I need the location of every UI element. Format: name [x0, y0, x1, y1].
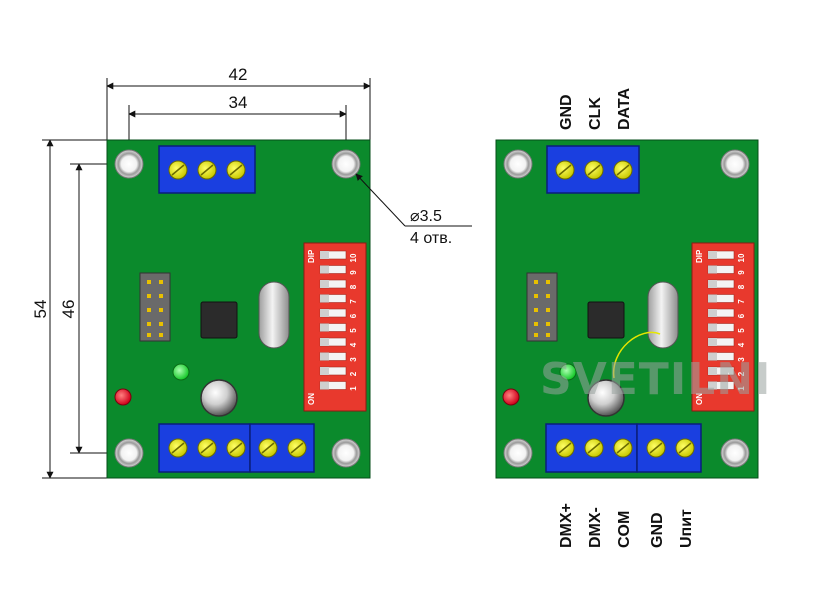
dimension-width-outer — [106, 78, 371, 140]
dip-on-label: ON — [307, 393, 316, 405]
dip-switch-number: 10 — [737, 253, 746, 262]
dip-switch-knob — [320, 367, 329, 375]
dip-switch-number: 1 — [349, 386, 358, 391]
crystal-oscillator — [258, 281, 290, 349]
dip-switch-knob — [708, 309, 717, 317]
pin-header — [526, 272, 558, 342]
top-label-gnd: GND — [558, 94, 575, 130]
capacitor — [587, 379, 625, 417]
left-board: 42 34 54 46 ⌀3.5 — [31, 65, 472, 479]
width-outer-label: 42 — [229, 65, 248, 84]
bottom-label-power: Uпит — [678, 509, 695, 548]
dip-switch-knob — [708, 338, 717, 346]
dip-switch-knob — [320, 294, 329, 303]
hole-callout — [355, 173, 472, 227]
mounting-hole — [720, 149, 750, 179]
top-label-clk: CLK — [587, 97, 604, 130]
top-terminal-screws — [168, 160, 246, 180]
dip-switch-number: 4 — [349, 342, 358, 347]
mounting-hole — [331, 149, 361, 179]
dip-switch-knob — [320, 251, 329, 259]
hole-diameter-label: ⌀3.5 — [410, 208, 442, 225]
dip-switch-knob — [320, 309, 329, 317]
mounting-hole — [114, 438, 144, 468]
mounting-hole — [720, 438, 750, 468]
dip-switch-number: 8 — [737, 284, 746, 289]
dip-switch-number: 2 — [737, 371, 746, 376]
dip-switch-knob — [320, 381, 329, 390]
top-terminal-screws — [555, 160, 633, 180]
dip-switch-number: 7 — [349, 299, 358, 304]
capacitor — [200, 379, 238, 417]
dip-switch-knob — [320, 265, 329, 274]
dip-switch-number: 2 — [349, 371, 358, 376]
microcontroller-chip — [587, 301, 625, 339]
dip-switch-knob — [320, 280, 329, 288]
mounting-hole — [331, 438, 361, 468]
dip-switch-knob — [320, 323, 329, 332]
dip-switch-number: 7 — [737, 299, 746, 304]
dip-switch-number: 4 — [737, 342, 746, 347]
top-label-data: DATA — [616, 87, 633, 130]
bottom-terminal-screws — [555, 438, 695, 458]
dip-switch-knob — [708, 294, 717, 303]
dimension-height-outer — [42, 139, 107, 479]
green-led — [559, 363, 577, 381]
dip-switch-knob — [708, 265, 717, 274]
dip-header-label: DIP — [307, 249, 316, 263]
jumper-wire — [613, 331, 661, 379]
dip-switch-number: 6 — [349, 313, 358, 318]
height-outer-label: 54 — [31, 300, 50, 319]
mounting-hole — [503, 438, 533, 468]
bottom-label-dmx-plus: DMX+ — [558, 503, 575, 548]
dip-switch-number: 5 — [349, 328, 358, 333]
bottom-label-dmx-minus: DMX- — [587, 507, 604, 548]
pin-header — [139, 272, 171, 342]
dip-switch-number: 9 — [349, 270, 358, 275]
hole-count-label: 4 отв. — [410, 230, 452, 247]
green-led — [172, 363, 190, 381]
dip-switch-number: 5 — [737, 328, 746, 333]
dip-switch-number: 3 — [349, 357, 358, 362]
dip-switch-number: 3 — [737, 357, 746, 362]
dip-switch-number: 6 — [737, 313, 746, 318]
dip-switch-number: 10 — [349, 253, 358, 262]
crystal-oscillator — [647, 281, 679, 349]
dip-on-label: ON — [695, 393, 704, 405]
mounting-hole — [114, 149, 144, 179]
dip-switch-knob — [708, 323, 717, 332]
bottom-label-com: COM — [616, 511, 633, 548]
dip-switch-knob — [708, 280, 717, 288]
mounting-hole — [503, 149, 533, 179]
dip-switch-knob — [708, 352, 717, 361]
dip-header-label: DIP — [695, 249, 704, 263]
dip-switch-knob — [320, 352, 329, 361]
watermark-text: SVETILNI — [540, 354, 771, 405]
dip-switch-number: 9 — [737, 270, 746, 275]
red-led — [502, 388, 520, 406]
dip-switch-knob — [320, 338, 329, 346]
microcontroller-chip — [200, 301, 238, 339]
width-holes-label: 34 — [229, 93, 248, 112]
dip-switch-number: 8 — [349, 284, 358, 289]
dip-switch-number: 1 — [737, 386, 746, 391]
red-led — [114, 388, 132, 406]
dip-switch-knob — [708, 251, 717, 259]
dip-switch-knob — [708, 367, 717, 375]
dip-switch-knob — [708, 381, 717, 390]
height-holes-label: 46 — [59, 300, 78, 319]
bottom-terminal-screws — [168, 438, 307, 458]
bottom-connector-labels: DMX+ DMX- COM GND Uпит — [558, 503, 695, 548]
bottom-label-gnd: GND — [649, 512, 666, 548]
right-board: GND CLK DATA DMX+ DMX- COM GND Uпит — [495, 87, 771, 548]
